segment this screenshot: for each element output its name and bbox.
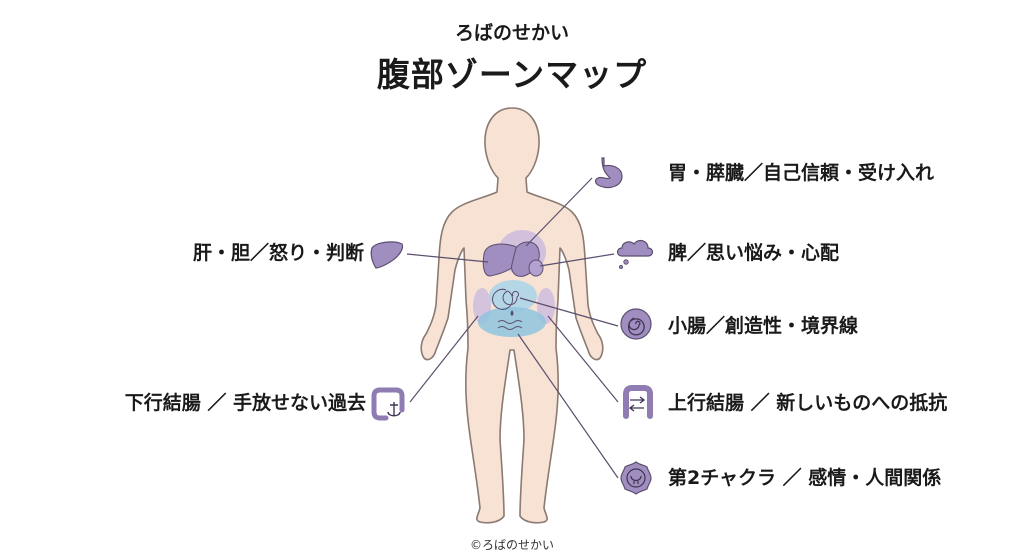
chakra-icon <box>620 461 652 495</box>
label-sacral-chakra: 第2チャクラ ／ 感情・人間関係 <box>668 467 942 489</box>
leader-small-intestine <box>519 297 619 327</box>
diagram-title: 腹部ゾーンマップ <box>376 55 648 94</box>
cloud-icon <box>616 239 654 269</box>
stomach-icon <box>594 157 623 189</box>
colon-arrows-icon <box>623 385 653 419</box>
diagram-subtitle: ろばのせかい <box>454 22 569 44</box>
liver-icon <box>370 241 404 269</box>
spleen-organ <box>528 259 544 277</box>
leader-spleen <box>539 253 615 267</box>
leader-sacral-chakra <box>517 333 619 479</box>
leader-stomach <box>525 177 593 247</box>
leader-ascending-colon <box>547 315 619 403</box>
label-spleen: 脾／思い悩み・心配 <box>668 242 840 264</box>
label-stomach: 胃・膵臓／自己信頼・受け入れ <box>668 162 935 184</box>
sacral-zone <box>478 307 546 337</box>
colon-anchor-icon <box>371 387 405 421</box>
label-ascending-colon: 上行結腸 ／ 新しいものへの抵抗 <box>668 392 948 414</box>
leader-descending-colon <box>409 315 479 403</box>
leader-liver <box>406 253 489 263</box>
leader-lines <box>406 177 619 479</box>
organ-zones <box>473 230 555 337</box>
label-small-intestine: 小腸／創造性・境界線 <box>668 315 859 337</box>
spiral-icon <box>620 308 652 340</box>
spiral-mark <box>492 288 520 310</box>
drop-mark <box>510 310 514 316</box>
label-descending-colon: 下行結腸 ／ 手放せない過去 <box>124 392 366 414</box>
label-liver: 肝・胆／怒り・判断 <box>192 242 364 264</box>
water-mark <box>497 320 523 330</box>
copyright-credit: ©ろばのせかい <box>469 538 554 552</box>
